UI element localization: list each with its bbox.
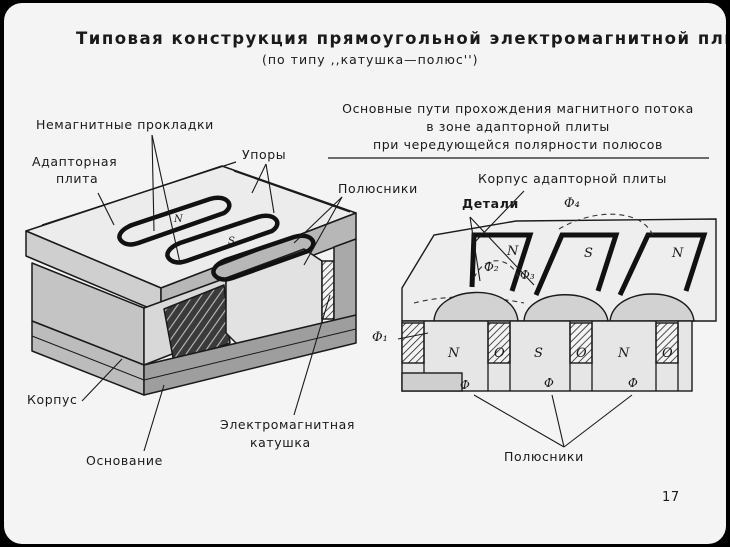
label-coil-line2: катушка [250, 435, 311, 450]
pole-dividers [423, 321, 679, 391]
pole-mark-n-left: N [174, 214, 183, 225]
label-coil-line1: Электромагнитная [220, 417, 356, 432]
base-strip [401, 372, 463, 392]
coil-section [163, 284, 231, 364]
top-slots [117, 195, 316, 282]
label-stops: Упоры [242, 147, 287, 162]
label-nonmagnetic-spacers: Немагнитные прокладки [36, 117, 214, 132]
pole-mark-s-left: S [228, 236, 235, 247]
flux-phi-a: Φ [460, 378, 470, 392]
flux-caption-line3: при чередующейся полярности полюсов [373, 137, 663, 152]
flux-caption-line2: в зоне адапторной плиты [426, 119, 610, 134]
pole-mark-n-arch3: N [672, 246, 684, 261]
slide-subtitle: (по типу ,,катушка—полюс'') [262, 52, 479, 67]
slide: Типовая конструкция прямоугольной электр… [4, 3, 726, 544]
flux-phi3: Φ₃ [520, 268, 535, 282]
pole-mark-o-bottom1: O [494, 346, 505, 361]
pole-mark-o-bottom3: O [662, 346, 673, 361]
page-number: 17 [662, 490, 680, 505]
housing-right [333, 238, 357, 324]
label-plate-housing: Корпус адапторной плиты [478, 171, 668, 186]
label-pole-pieces-right: Полюсники [504, 449, 584, 464]
flux-diagram [328, 157, 717, 448]
left-leader-lines [81, 134, 343, 452]
label-housing: Корпус [27, 392, 78, 407]
flux-phi1: Φ₁ [372, 330, 388, 345]
parts-domes [433, 291, 695, 322]
right-leader-lines [397, 190, 633, 448]
flux-caption-line1: Основные пути прохождения магнитного пот… [342, 101, 694, 116]
pole-mark-s-arch2: S [584, 246, 593, 261]
electromagnetic-plate-body [25, 161, 357, 396]
label-adapter-plate-line1: Адапторная [32, 154, 118, 169]
flux-phi4: Φ₄ [564, 196, 580, 211]
label-base: Основание [86, 453, 163, 468]
pole-mark-n-bottom1: N [448, 346, 460, 361]
electromagnetic-plate-drawing [25, 134, 717, 452]
label-pole-pieces-left: Полюсники [338, 181, 418, 196]
pole-mark-n-arch1: N [507, 244, 519, 259]
flux-phi-c: Φ [628, 376, 638, 390]
flux-phi2: Φ₂ [484, 260, 499, 274]
label-adapter-plate-line2: плита [56, 171, 99, 186]
flux-phi-b: Φ [544, 376, 554, 390]
label-parts: Детали [462, 196, 519, 211]
pole-mark-n-bottom2: N [618, 346, 630, 361]
flux-paths [413, 213, 655, 304]
slide-title: Типовая конструкция прямоугольной электр… [76, 29, 726, 48]
pole-mark-o-bottom2: O [576, 346, 587, 361]
arch-slots [469, 232, 708, 297]
pole-mark-s-bottom: S [534, 346, 543, 361]
pole-gap [321, 260, 335, 320]
